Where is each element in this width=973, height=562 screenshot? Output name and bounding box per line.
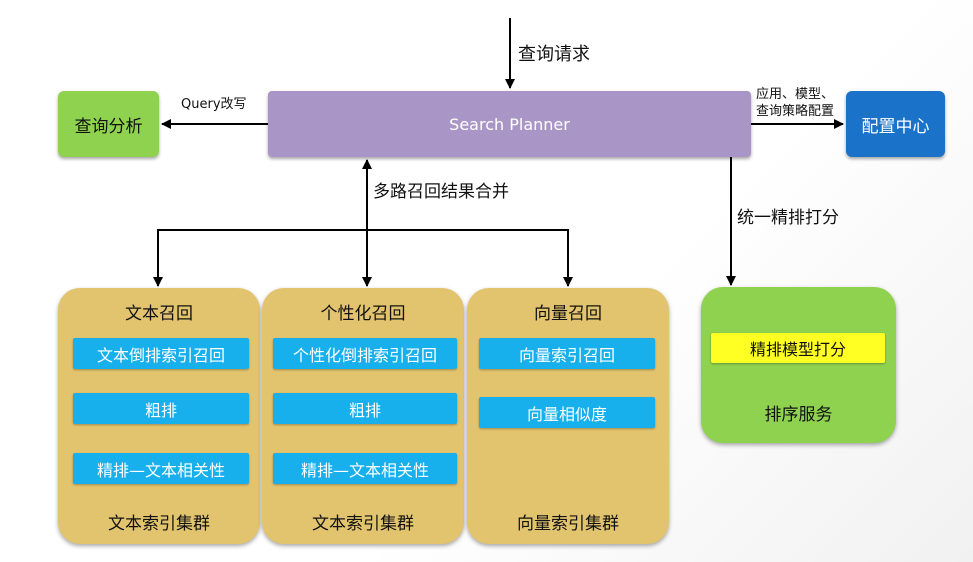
fine-rank-text-relevance-step: 精排—文本相关性 <box>273 453 457 484</box>
query-analysis-node: 查询分析 <box>58 91 159 157</box>
fine-rank-model-score-step: 精排模型打分 <box>711 333 885 363</box>
query-request-label: 查询请求 <box>518 44 590 65</box>
cluster-title: 个性化召回 <box>320 304 406 324</box>
ranking-service-node: 精排模型打分 排序服务 <box>701 287 896 443</box>
vector-index-recall-step: 向量索引召回 <box>479 338 655 369</box>
config-label-line2: 查询策略配置 <box>756 104 835 119</box>
vector-similarity-step: 向量相似度 <box>479 397 655 428</box>
coarse-rank-step: 粗排 <box>273 393 457 424</box>
personalized-inverted-index-recall-step: 个性化倒排索引召回 <box>273 338 457 369</box>
unified-rank-label: 统一精排打分 <box>737 208 839 228</box>
cluster-title: 向量召回 <box>534 304 602 324</box>
personalized-recall-cluster: 个性化召回 个性化倒排索引召回 粗排 精排—文本相关性 文本索引集群 <box>262 288 464 544</box>
config-center-node: 配置中心 <box>846 91 945 157</box>
merge-recall-label: 多路召回结果合并 <box>373 182 509 202</box>
vector-recall-cluster: 向量召回 向量索引召回 向量相似度 向量索引集群 <box>467 288 669 544</box>
coarse-rank-step: 粗排 <box>73 393 249 424</box>
cluster-footer: 文本索引集群 <box>312 514 414 534</box>
ranking-footer: 排序服务 <box>764 405 833 425</box>
text-inverted-index-recall-step: 文本倒排索引召回 <box>73 338 249 369</box>
query-rewrite-label: Query改写 <box>181 97 247 112</box>
cluster-title: 文本召回 <box>125 304 193 324</box>
cluster-footer: 向量索引集群 <box>517 514 619 534</box>
fine-rank-text-relevance-step: 精排—文本相关性 <box>73 453 249 484</box>
text-recall-cluster: 文本召回 文本倒排索引召回 粗排 精排—文本相关性 文本索引集群 <box>58 288 260 544</box>
search-planner-node: Search Planner <box>268 91 751 157</box>
cluster-footer: 文本索引集群 <box>108 514 210 534</box>
config-label-line1: 应用、模型、 <box>756 87 835 102</box>
